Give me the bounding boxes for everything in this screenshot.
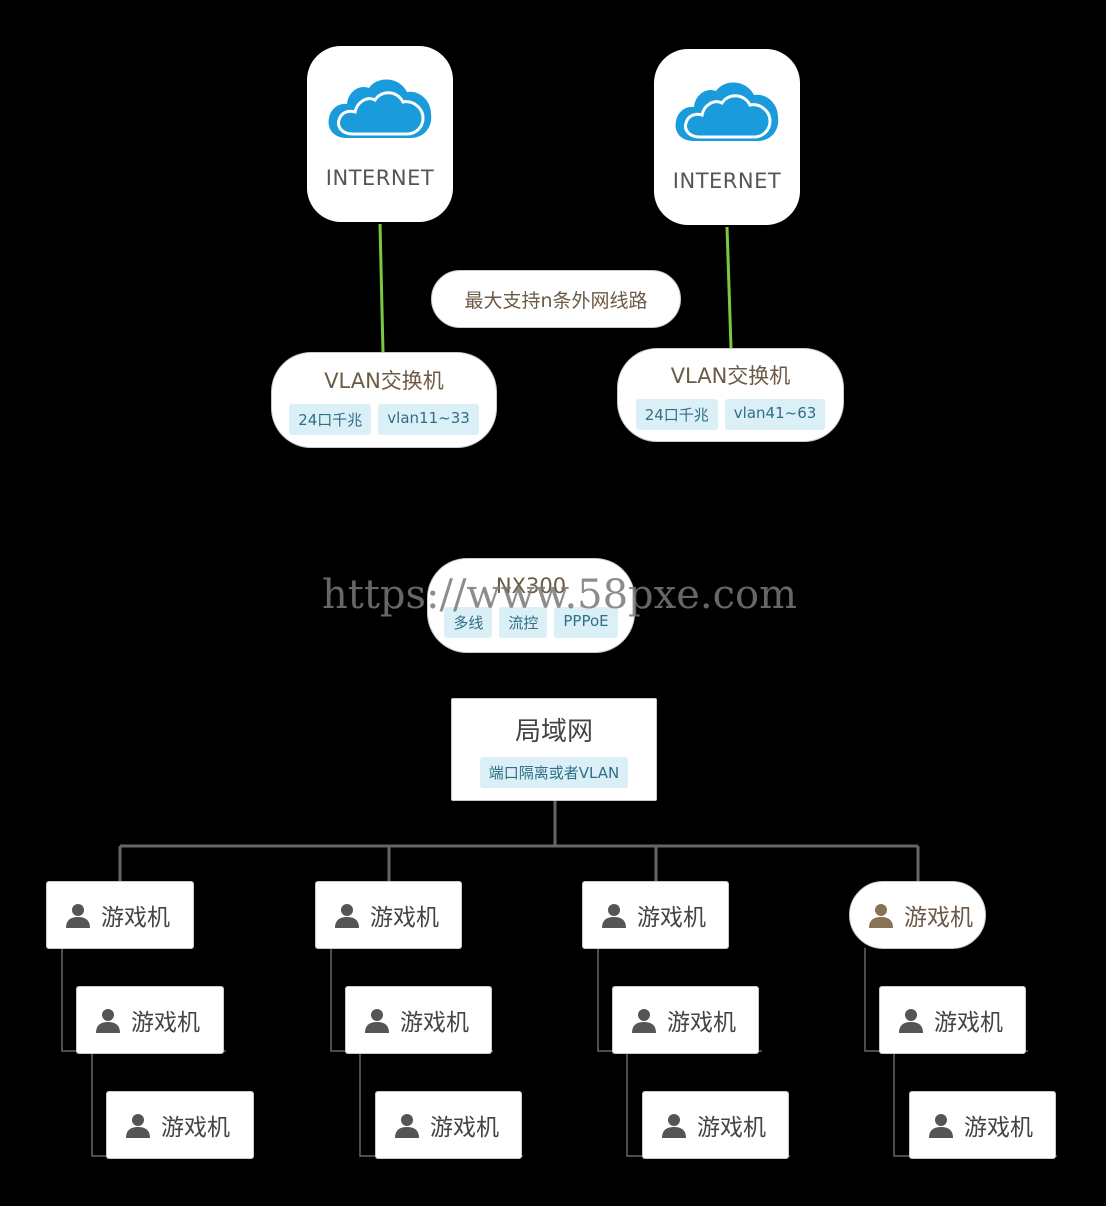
- user-icon: [899, 1009, 923, 1033]
- game-machine-label: 游戏机: [131, 1010, 200, 1036]
- link-internet-1-switch-1: [378, 223, 385, 353]
- router-nx300: NX300 多线 流控 PPPoE: [427, 558, 635, 653]
- user-icon: [96, 1009, 120, 1033]
- switch-title: VLAN交换机: [670, 364, 791, 388]
- game-machine: 游戏机: [76, 986, 224, 1054]
- router-tag-flowctrl: 流控: [499, 606, 548, 638]
- game-machine-label: 游戏机: [161, 1115, 230, 1141]
- game-machine-label: 游戏机: [430, 1115, 499, 1141]
- game-machine: 游戏机: [46, 881, 194, 949]
- lan-title: 局域网: [514, 717, 593, 747]
- user-icon: [395, 1114, 419, 1138]
- game-machine: 游戏机: [375, 1091, 522, 1159]
- game-machine: 游戏机: [106, 1091, 254, 1159]
- switch-port-tag: 24口千兆: [635, 399, 718, 430]
- game-machine: 游戏机: [642, 1091, 789, 1159]
- max-lines-note: 最大支持n条外网线路: [431, 270, 681, 328]
- user-icon: [632, 1009, 656, 1033]
- user-icon: [869, 904, 893, 928]
- game-machine-highlighted: 游戏机: [849, 881, 986, 949]
- switch-title: VLAN交换机: [324, 369, 444, 393]
- game-machine-label: 游戏机: [904, 905, 973, 931]
- game-machine: 游戏机: [582, 881, 729, 949]
- game-machine-label: 游戏机: [697, 1115, 766, 1141]
- user-icon: [365, 1009, 389, 1033]
- vlan-switch-2: VLAN交换机 24口千兆 vlan41~63: [617, 348, 844, 442]
- game-machine: 游戏机: [879, 986, 1026, 1054]
- game-machine-label: 游戏机: [400, 1010, 469, 1036]
- cloud-icon: [675, 82, 779, 141]
- game-machine-label: 游戏机: [101, 905, 170, 931]
- lan-isolation-tag: 端口隔离或者VLAN: [479, 757, 629, 788]
- link-internet-2-switch-2: [725, 226, 733, 349]
- lan-node: 局域网 端口隔离或者VLAN: [451, 698, 657, 801]
- internet-node-1: INTERNET: [307, 46, 453, 222]
- game-machine: 游戏机: [612, 986, 759, 1054]
- user-icon: [335, 904, 359, 928]
- router-title: NX300: [495, 573, 567, 598]
- game-machine-label: 游戏机: [370, 905, 439, 931]
- switch-vlan-tag: vlan11~33: [378, 404, 479, 435]
- user-icon: [602, 904, 626, 928]
- game-machine-label: 游戏机: [934, 1010, 1003, 1036]
- router-tag-multiline: 多线: [444, 606, 493, 638]
- game-machine: 游戏机: [315, 881, 462, 949]
- lan-tree-lines: [118, 800, 920, 881]
- user-icon: [929, 1114, 953, 1138]
- internet-node-2: INTERNET: [654, 49, 800, 225]
- game-machine-label: 游戏机: [964, 1115, 1033, 1141]
- user-icon: [66, 904, 90, 928]
- switch-vlan-tag: vlan41~63: [724, 399, 826, 430]
- router-tag-pppoe: PPPoE: [554, 606, 618, 638]
- switch-port-tag: 24口千兆: [289, 404, 372, 435]
- game-machine: 游戏机: [345, 986, 492, 1054]
- user-icon: [126, 1114, 150, 1138]
- game-machine-label: 游戏机: [637, 905, 706, 931]
- internet-label: INTERNET: [325, 166, 435, 190]
- game-machine: 游戏机: [909, 1091, 1056, 1159]
- cloud-icon: [328, 79, 432, 138]
- user-icon: [662, 1114, 686, 1138]
- vlan-switch-1: VLAN交换机 24口千兆 vlan11~33: [271, 352, 497, 448]
- internet-label: INTERNET: [672, 169, 782, 193]
- game-machine-label: 游戏机: [667, 1010, 736, 1036]
